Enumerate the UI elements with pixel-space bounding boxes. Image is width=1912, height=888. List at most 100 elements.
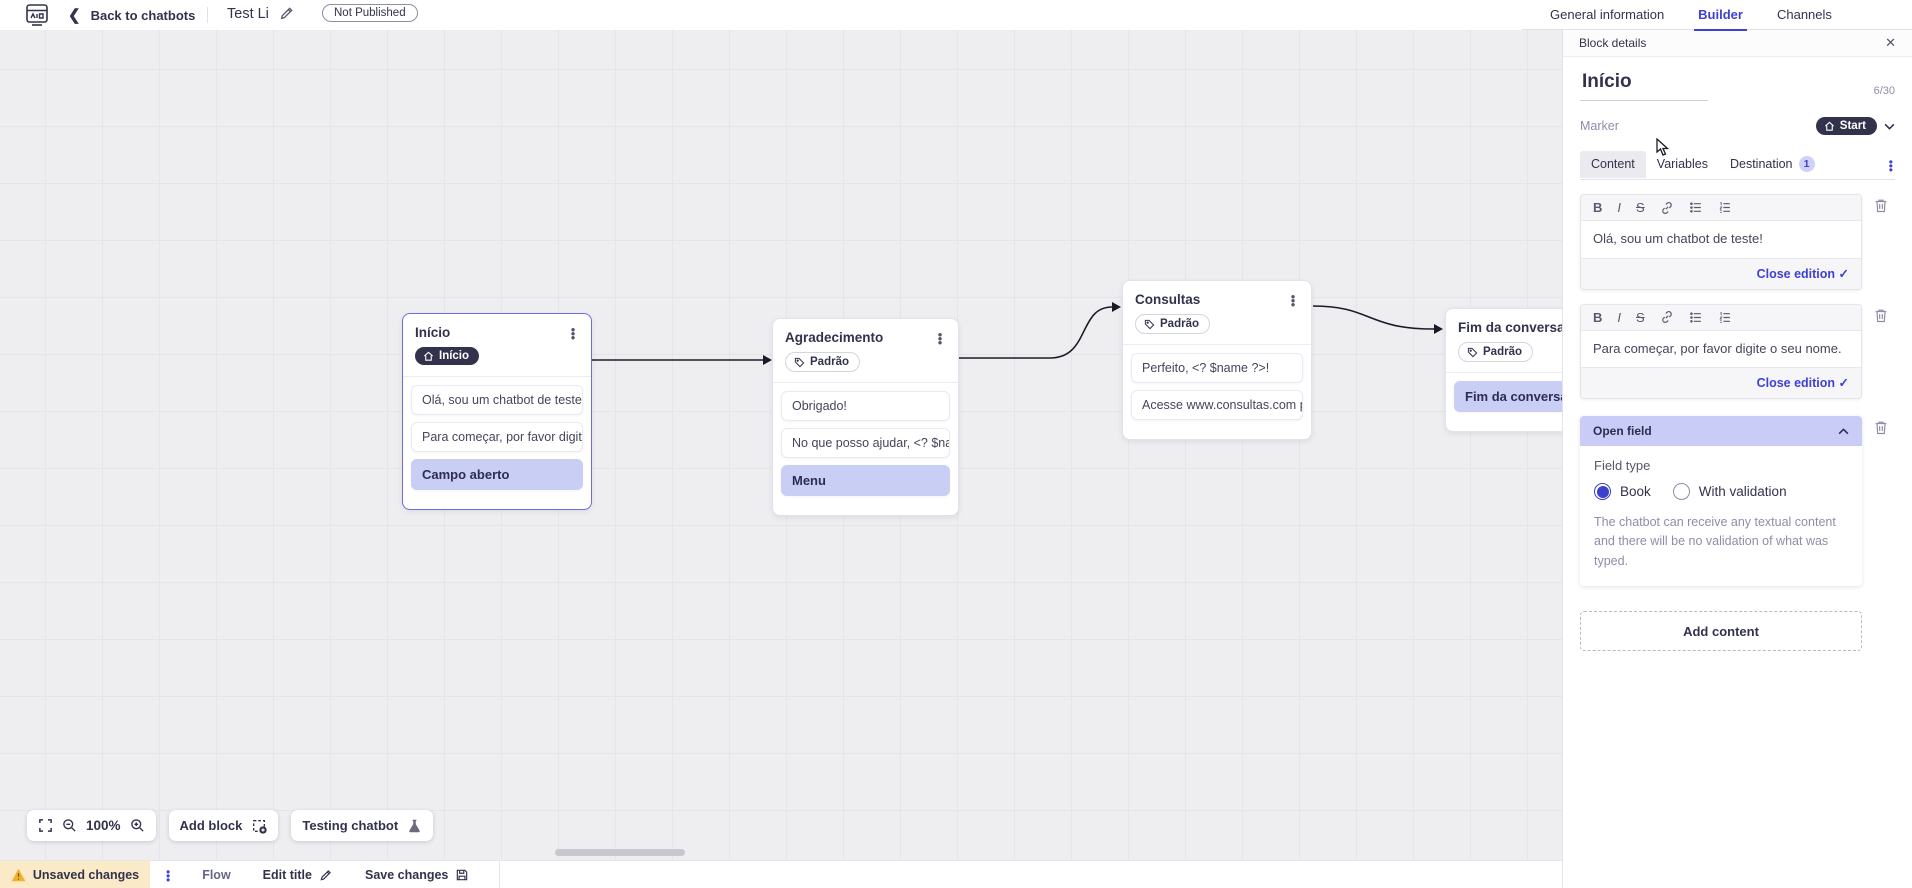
block-marker-pill: Padrão	[785, 352, 860, 372]
marker-label: Marker	[1580, 119, 1619, 133]
add-content-button[interactable]: Add content	[1580, 611, 1862, 652]
tab-destination[interactable]: Destination 1	[1719, 150, 1826, 179]
unsaved-changes-indicator: Unsaved changes	[0, 861, 150, 888]
canvas-toolbar: 100% Add block Testing chatbot	[27, 810, 434, 841]
italic-icon[interactable]: I	[1617, 200, 1622, 215]
zoom-out-icon[interactable]	[62, 818, 77, 833]
link-icon[interactable]	[1660, 201, 1674, 215]
flow-block-consultas[interactable]: Consultas ••• Padrão Perfeito, <? $name …	[1122, 280, 1312, 440]
radio-book[interactable]: Book	[1594, 483, 1651, 500]
editor-text[interactable]: Olá, sou um chatbot de teste!	[1581, 221, 1861, 258]
block-content-item[interactable]: Perfeito, <? $name ?>!	[1131, 352, 1303, 383]
flask-icon	[409, 819, 420, 832]
italic-icon[interactable]: I	[1617, 309, 1622, 325]
save-changes-button[interactable]: Save changes	[365, 868, 469, 882]
zoom-controls: 100%	[27, 810, 156, 841]
warning-triangle-icon	[11, 868, 26, 881]
open-field-row: Open field Field type Book Wi	[1580, 416, 1895, 587]
chevron-up-icon	[1838, 427, 1849, 434]
strikethrough-icon[interactable]: S	[1636, 309, 1645, 325]
block-title: Fim da conversa	[1458, 320, 1565, 335]
testing-chatbot-button[interactable]: Testing chatbot	[291, 810, 434, 841]
trash-icon[interactable]	[1873, 197, 1895, 214]
bold-icon[interactable]: B	[1593, 200, 1603, 215]
tab-content[interactable]: Content	[1580, 151, 1646, 178]
statusbar-divider	[499, 861, 501, 888]
flow-block-inicio[interactable]: Início ••• Início Olá, sou um chatbot de…	[402, 313, 592, 510]
home-icon	[424, 351, 433, 361]
block-content-item[interactable]: Acesse www.consultas.com par...	[1131, 389, 1303, 420]
link-icon[interactable]	[1660, 310, 1674, 324]
home-icon	[1824, 121, 1834, 131]
block-content-item[interactable]: Olá, sou um chatbot de teste!	[411, 384, 583, 415]
tab-general-information[interactable]: General information	[1550, 6, 1665, 22]
app-logo-icon[interactable]	[24, 2, 50, 28]
numbered-list-icon[interactable]	[1718, 201, 1732, 214]
bullet-list-icon[interactable]	[1689, 201, 1703, 214]
radio-with-validation[interactable]: With validation	[1672, 483, 1787, 500]
zoom-level: 100%	[86, 818, 121, 833]
block-content-item[interactable]: Para começar, por favor digite o ...	[411, 421, 583, 452]
trash-icon[interactable]	[1873, 419, 1895, 436]
kebab-menu-icon[interactable]: •••	[570, 322, 576, 345]
block-title: Consultas	[1135, 292, 1201, 307]
block-title-input[interactable]: Início	[1580, 71, 1708, 101]
close-edition-button[interactable]: Close edition ✓	[1756, 376, 1849, 390]
char-count: 6/30	[1873, 85, 1895, 97]
pencil-icon	[320, 869, 331, 880]
strikethrough-icon[interactable]: S	[1636, 200, 1645, 215]
panel-tabs-kebab-menu[interactable]: •••	[1888, 154, 1893, 177]
chatbot-title: Test Li	[227, 6, 269, 22]
trash-icon[interactable]	[1873, 307, 1895, 324]
block-title: Agradecimento	[785, 330, 884, 345]
block-marker-pill: Padrão	[1458, 342, 1533, 362]
back-chevron-icon: ❮	[68, 7, 81, 24]
tab-builder[interactable]: Builder	[1694, 0, 1747, 31]
tab-variables[interactable]: Variables	[1656, 157, 1708, 171]
bold-icon[interactable]: B	[1593, 309, 1603, 325]
block-marker-pill: Início	[415, 347, 480, 365]
editor-toolbar: B I S	[1581, 195, 1861, 221]
kebab-menu-icon[interactable]: •••	[1290, 289, 1296, 312]
field-type-label: Field type	[1594, 458, 1651, 473]
text-content-editor[interactable]: B I S Olá, sou um chatbot de teste! Clos…	[1580, 194, 1862, 290]
bullet-list-icon[interactable]	[1689, 311, 1703, 324]
publish-status-badge: Not Published	[322, 4, 418, 22]
content-editor-row: B I S Para começar, por favor digite o s…	[1580, 303, 1895, 399]
edit-chatbot-title-icon[interactable]	[279, 5, 295, 21]
tag-icon	[1144, 319, 1155, 329]
flow-connections	[592, 302, 1443, 365]
radio-selected-icon	[1594, 483, 1611, 500]
text-content-editor[interactable]: B I S Para começar, por favor digite o s…	[1580, 303, 1862, 399]
block-content-item[interactable]: Obrigado!	[781, 390, 950, 421]
fit-screen-icon[interactable]	[38, 818, 53, 833]
block-field-item[interactable]: Campo aberto	[411, 458, 583, 490]
back-to-chatbots-button[interactable]: ❮ Back to chatbots	[68, 7, 196, 24]
tab-channels[interactable]: Channels	[1776, 6, 1832, 22]
block-field-item[interactable]: Menu	[781, 464, 950, 496]
header-divider	[207, 7, 208, 23]
open-field-header[interactable]: Open field	[1580, 416, 1862, 446]
chevron-down-icon	[1884, 123, 1895, 130]
horizontal-scrollbar[interactable]	[555, 849, 685, 856]
flow-canvas[interactable]: Início ••• Início Olá, sou um chatbot de…	[0, 30, 1610, 860]
editor-text[interactable]: Para começar, por favor digite o seu nom…	[1581, 330, 1861, 367]
numbered-list-icon[interactable]	[1718, 311, 1732, 324]
top-header: ❮ Back to chatbots Test Li Not Published…	[0, 0, 1912, 31]
statusbar-kebab-menu[interactable]: •••	[166, 864, 171, 887]
zoom-in-icon[interactable]	[130, 818, 145, 833]
close-edition-button[interactable]: Close edition ✓	[1756, 266, 1849, 281]
flow-block-agradecimento[interactable]: Agradecimento ••• Padrão Obrigado! No qu…	[772, 318, 959, 516]
panel-header: Block details ✕	[1563, 30, 1912, 57]
open-field-card: Open field Field type Book Wi	[1580, 416, 1862, 587]
kebab-menu-icon[interactable]: •••	[937, 327, 943, 350]
field-type-helper-text: The chatbot can receive any textual cont…	[1594, 515, 1836, 568]
destination-count-badge: 1	[1798, 156, 1815, 172]
block-content-item[interactable]: No que posso ajudar, <? $name ...	[781, 427, 950, 458]
editor-toolbar: B I S	[1581, 304, 1861, 331]
edit-title-button[interactable]: Edit title	[263, 868, 333, 882]
add-block-button[interactable]: Add block	[168, 810, 279, 841]
close-icon[interactable]: ✕	[1885, 35, 1896, 50]
marker-select[interactable]: Start	[1815, 117, 1895, 135]
flow-view-label[interactable]: Flow	[202, 867, 231, 882]
